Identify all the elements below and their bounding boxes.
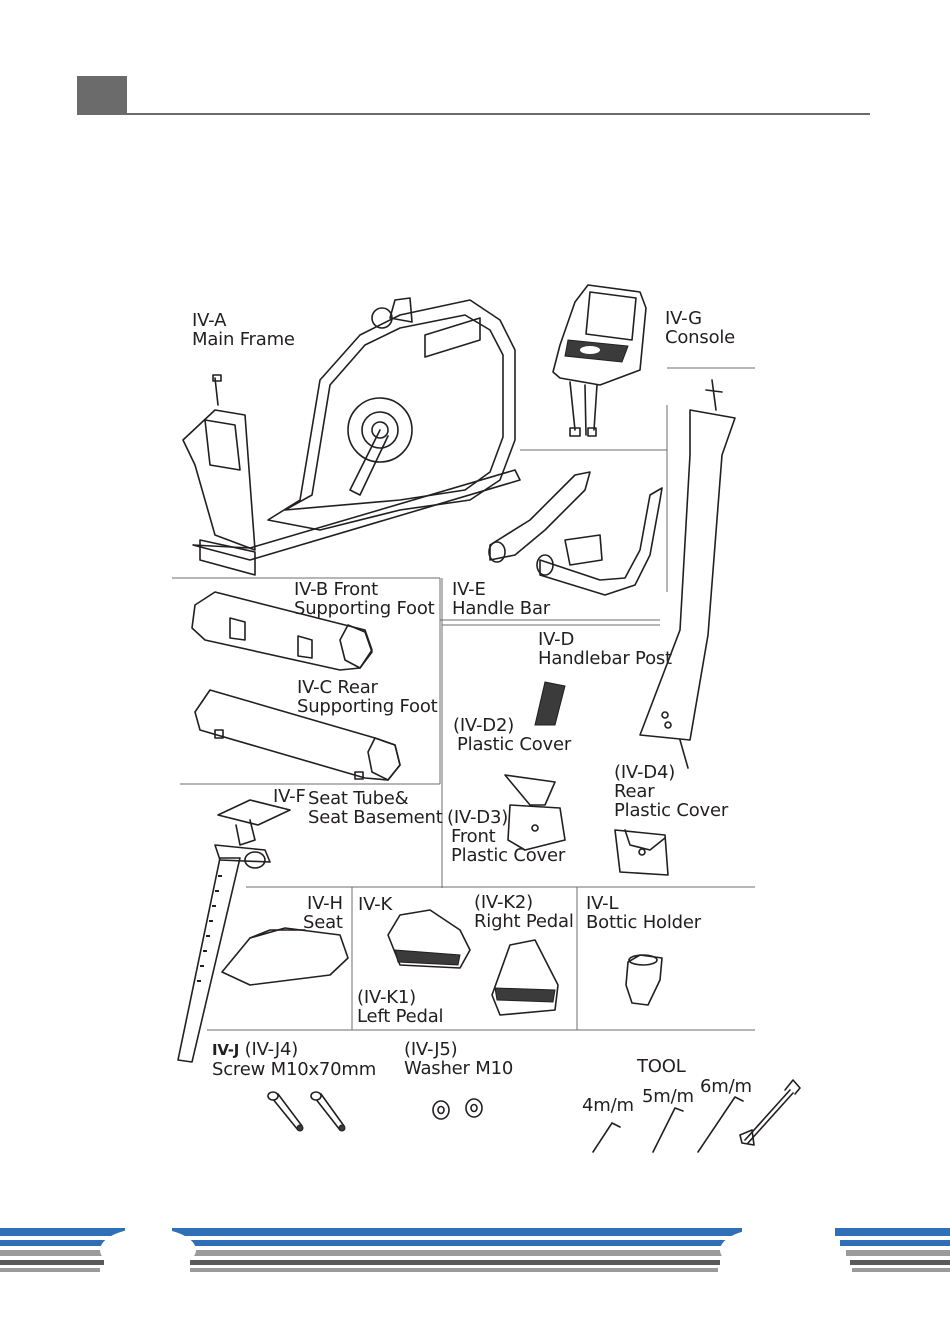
- separator-lines: [172, 367, 755, 1031]
- handle-bar-drawing: [488, 471, 663, 596]
- label-tool-6mm: 6m/m: [700, 1076, 752, 1097]
- plastic-cover-d2-drawing: [534, 681, 566, 726]
- front-plastic-cover-drawing: [504, 774, 566, 851]
- handlebar-post-drawing: [639, 379, 736, 769]
- section-block: [77, 76, 127, 114]
- rear-plastic-cover-drawing: [614, 829, 669, 876]
- seat-drawing: [221, 927, 349, 986]
- label-tool-5mm: 5m/m: [642, 1086, 694, 1107]
- label-screw: IV-J (IV-J4) Screw M10x70mm: [212, 1039, 377, 1080]
- label-plastic-cover-d2: (IV-D2)Plastic Cover: [453, 715, 572, 755]
- front-supporting-foot-drawing: [191, 591, 373, 671]
- header-rule: [77, 113, 870, 115]
- label-pedals-code: IV-K: [358, 894, 393, 915]
- label-right-pedal: (IV-K2)Right Pedal: [474, 892, 574, 932]
- washers-drawing: [432, 1098, 483, 1120]
- label-seat-tube: Seat Tube&Seat Basement: [308, 788, 443, 828]
- label-tool-4mm: 4m/m: [582, 1095, 634, 1116]
- label-seat-tube-code: IV-F: [273, 786, 306, 807]
- bottle-holder-drawing: [625, 954, 663, 1006]
- right-pedal-drawing: [491, 939, 559, 1016]
- tools-drawing: [592, 1079, 801, 1153]
- rear-supporting-foot-drawing: [194, 689, 401, 781]
- label-left-pedal: (IV-K1)Left Pedal: [357, 987, 444, 1027]
- seat-tube-drawing: [177, 799, 291, 1063]
- main-frame-drawing: [182, 297, 521, 576]
- screws-drawing: [267, 1091, 346, 1132]
- label-tool: TOOL: [637, 1056, 686, 1077]
- console-drawing: [552, 284, 647, 437]
- label-washer: (IV-J5)Washer M10: [404, 1039, 514, 1079]
- left-pedal-drawing: [387, 909, 471, 969]
